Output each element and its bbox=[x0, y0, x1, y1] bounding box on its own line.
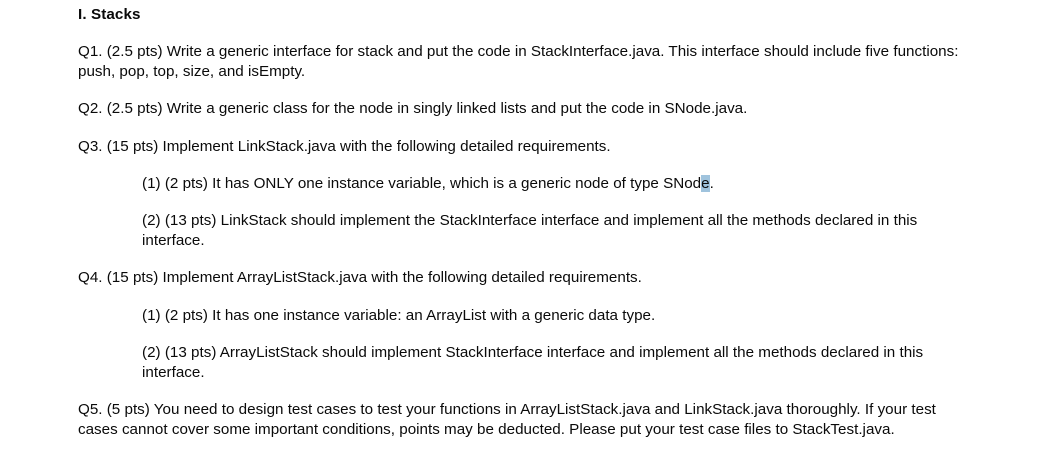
q3-item-1-text-before: (1) (2 pts) It has ONLY one instance var… bbox=[142, 174, 702, 192]
text-selection-highlight[interactable]: e bbox=[701, 174, 710, 192]
question-q3-item-1: (1) (2 pts) It has ONLY one instance var… bbox=[142, 174, 968, 194]
question-q4: Q4. (15 pts) Implement ArrayListStack.ja… bbox=[78, 269, 642, 287]
q3-item-1-text-after: . bbox=[709, 174, 714, 192]
section-heading: I. Stacks bbox=[78, 6, 141, 23]
question-q4-item-1: (1) (2 pts) It has one instance variable… bbox=[142, 306, 656, 324]
question-q1: Q1. (2.5 pts) Write a generic interface … bbox=[78, 43, 959, 81]
question-q4-item-2: (2) (13 pts) ArrayListStack should imple… bbox=[142, 343, 924, 382]
question-q3-item-2: (2) (13 pts) LinkStack should implement … bbox=[142, 212, 918, 250]
question-q2: Q2. (2.5 pts) Write a generic class for … bbox=[78, 100, 748, 118]
question-q3: Q3. (15 pts) Implement LinkStack.java wi… bbox=[78, 137, 611, 155]
question-q5: Q5. (5 pts) You need to design test case… bbox=[78, 401, 936, 439]
document-body: I. Stacks Q1. (2.5 pts) Write a generic … bbox=[78, 5, 968, 441]
